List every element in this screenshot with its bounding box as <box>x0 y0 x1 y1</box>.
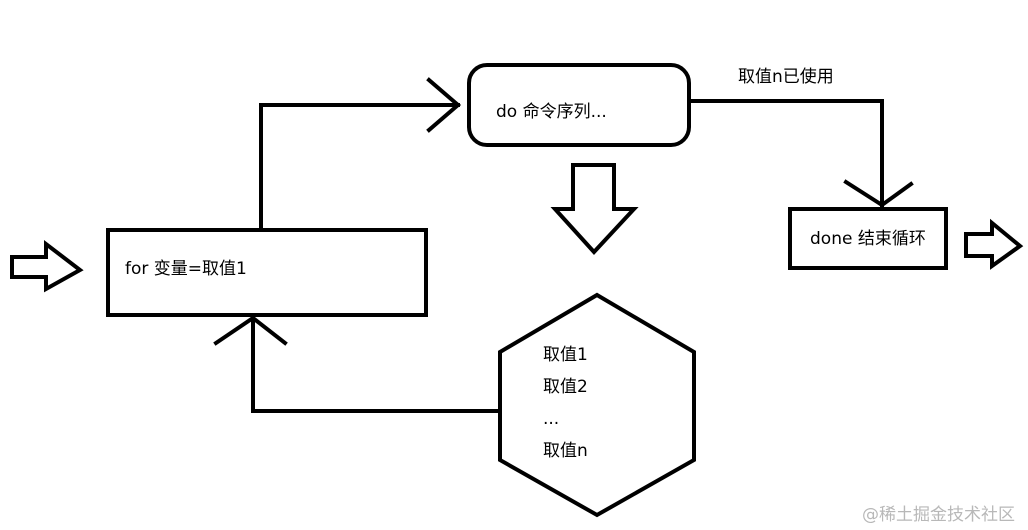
hexagon-value-2: 取值2 <box>543 377 588 397</box>
for-to-do-connector <box>259 103 460 232</box>
down-hollow-arrow <box>550 163 639 255</box>
values-hexagon <box>498 292 696 518</box>
done-box <box>788 207 948 270</box>
do-box-label: do 命令序列... <box>496 102 607 122</box>
hexagon-value-n: 取值n <box>543 441 588 461</box>
do-to-done-arrowhead <box>843 179 914 208</box>
do-box <box>467 63 691 147</box>
hexagon-value-ellipsis: ... <box>543 409 560 429</box>
watermark: @稀土掘金技术社区 <box>862 505 1015 525</box>
exit-arrow <box>964 218 1024 270</box>
for-box-label: for 变量=取值1 <box>125 259 247 279</box>
done-box-label: done 结束循环 <box>810 229 926 249</box>
for-box <box>106 228 428 317</box>
hexagon-value-1: 取值1 <box>543 345 588 365</box>
for-to-do-arrowhead <box>426 77 462 133</box>
hexagon-to-for-connector <box>251 316 502 413</box>
hexagon-to-for-arrowhead <box>213 315 288 346</box>
do-to-done-connector <box>690 99 884 207</box>
entry-arrow <box>10 239 84 293</box>
do-to-done-edge-label: 取值n已使用 <box>738 67 834 87</box>
